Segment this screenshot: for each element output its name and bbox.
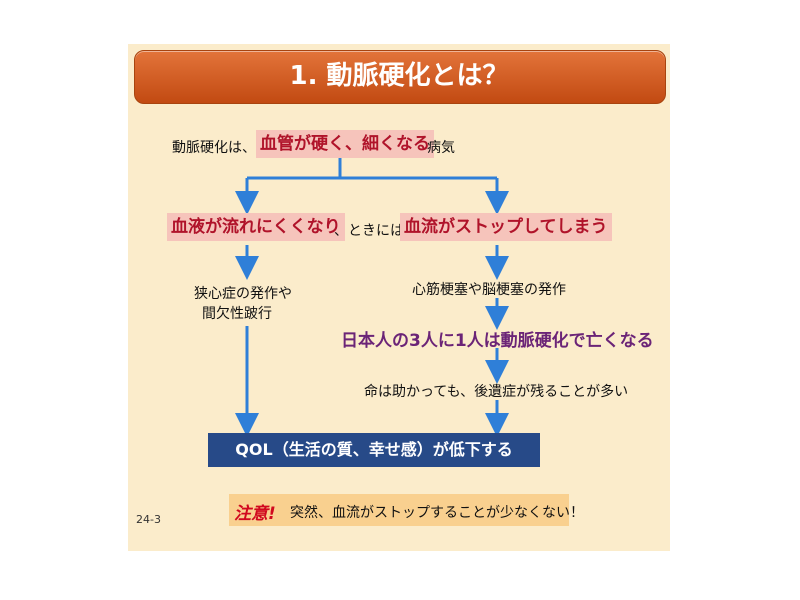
warning-label: 注意!	[234, 504, 276, 524]
intro-highlight: 血管が硬く、細くなる	[256, 130, 434, 158]
intro-suffix: 病気	[427, 140, 455, 156]
left-branch-highlight: 血液が流れにくくなり	[167, 213, 345, 241]
title-bar	[134, 50, 666, 104]
warning-box	[229, 494, 569, 526]
right-branch-highlight: 血流がストップしてしまう	[400, 213, 612, 241]
warning-text: 突然、血流がストップすることが少なくない！	[290, 505, 584, 521]
page-number: 24-3	[136, 513, 161, 526]
slide-title: 1. 動脈硬化とは？	[289, 61, 509, 91]
right-step1: 心筋梗塞や脳梗塞の発作	[412, 282, 566, 298]
left-result-line1: 狭心症の発作や	[194, 286, 292, 302]
right-step2: 日本人の3人に1人は動脈硬化で亡くなる	[341, 331, 654, 351]
left-result-line2: 間欠性跛行	[202, 306, 272, 322]
branch-connector: 、ときには	[334, 223, 404, 239]
qol-box: QOL（生活の質、幸せ感）が低下する	[208, 433, 540, 467]
right-step3: 命は助かっても、後遺症が残ることが多い	[364, 384, 629, 400]
intro-prefix: 動脈硬化は、	[172, 140, 256, 156]
